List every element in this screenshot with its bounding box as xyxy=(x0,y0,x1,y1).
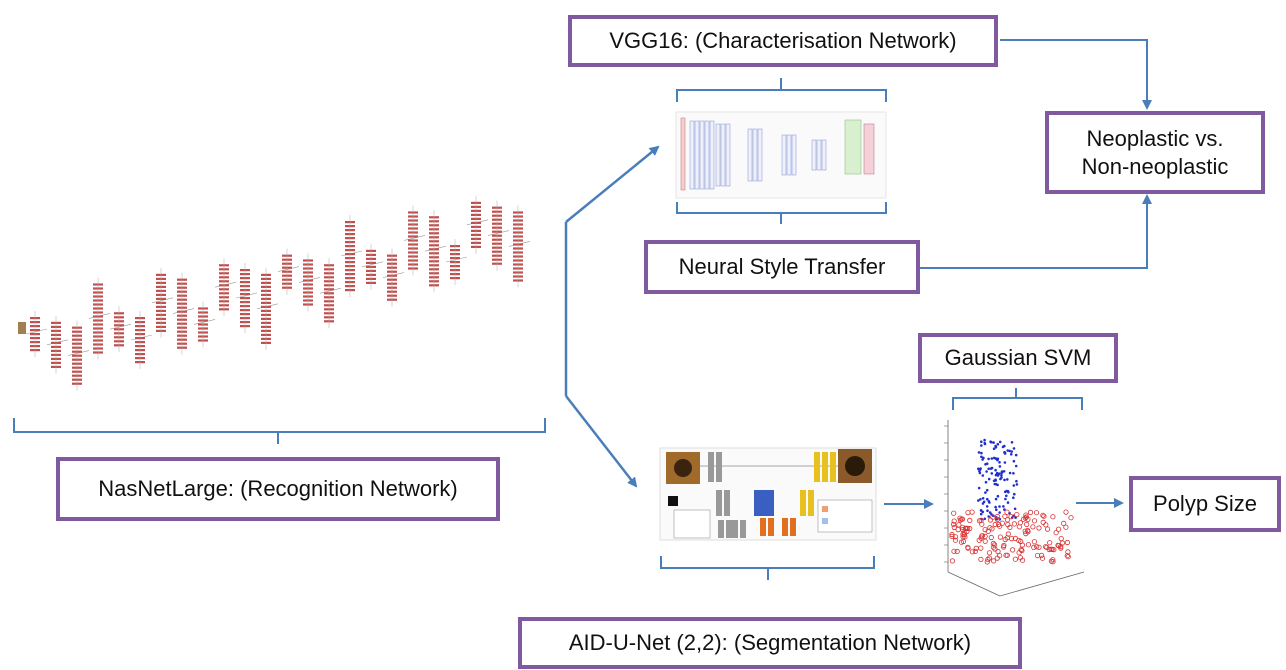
gaussian-svm-box: Gaussian SVM xyxy=(918,333,1118,383)
arrow-to-aid-unet xyxy=(565,395,638,488)
nasnet-architecture-thumbnail xyxy=(18,195,531,391)
aid-unet-architecture-thumbnail xyxy=(659,447,877,541)
vgg16-bottom-bracket xyxy=(676,202,887,224)
polyp-size-label: Polyp Size xyxy=(1153,491,1257,517)
neoplastic-line-2: Non-neoplastic xyxy=(1081,153,1229,179)
aid-unet-label-box: AID-U-Net (2,2): (Segmentation Network) xyxy=(518,617,1022,669)
aid-unet-label: AID-U-Net (2,2): (Segmentation Network) xyxy=(568,630,972,656)
polyp-size-box: Polyp Size xyxy=(1129,476,1281,532)
vgg16-architecture-thumbnail xyxy=(675,111,887,199)
neural-style-transfer-box: Neural Style Transfer xyxy=(644,240,920,294)
vgg16-label-box: VGG16: (Characterisation Network) xyxy=(568,15,998,67)
nasnet-bracket xyxy=(13,418,546,444)
gaussian-svm-bracket xyxy=(952,388,1083,410)
nasnet-label: NasNetLarge: (Recognition Network) xyxy=(98,476,458,502)
nasnet-label-box: NasNetLarge: (Recognition Network) xyxy=(56,457,500,521)
vgg16-top-bracket xyxy=(676,78,887,102)
aid-unet-bracket xyxy=(660,556,875,580)
svm-scatter-plot-thumbnail xyxy=(944,420,1085,597)
vgg16-label: VGG16: (Characterisation Network) xyxy=(609,28,957,54)
arrow-to-vgg16 xyxy=(565,145,660,223)
neural-style-transfer-label: Neural Style Transfer xyxy=(678,254,886,280)
gaussian-svm-label: Gaussian SVM xyxy=(944,345,1092,371)
arrow-style-transfer-to-neoplastic xyxy=(920,194,1152,269)
arrow-vgg16-to-neoplastic xyxy=(1000,39,1152,110)
neoplastic-classification-box: Neoplastic vs. Non-neoplastic xyxy=(1045,111,1265,194)
neoplastic-line-1: Neoplastic vs. xyxy=(1086,126,1224,151)
